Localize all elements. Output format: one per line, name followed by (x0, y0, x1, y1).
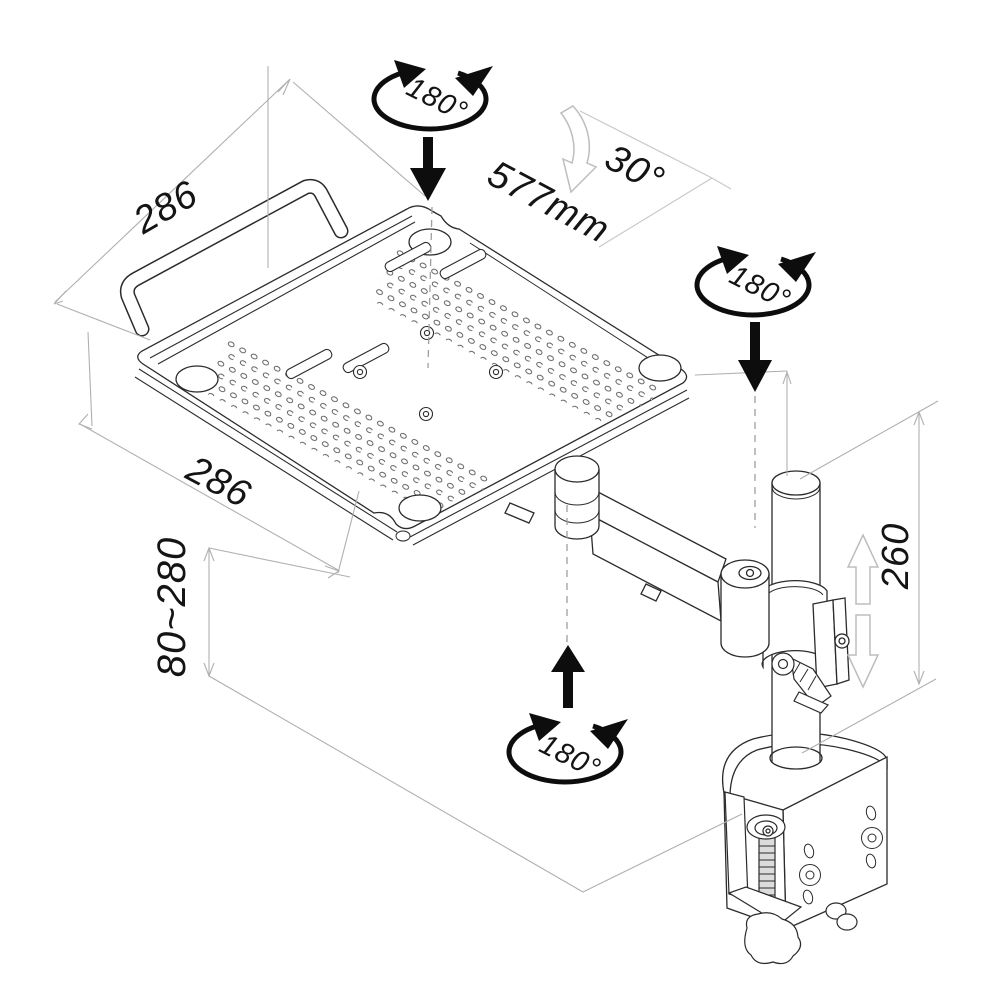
label-arm-rotation: 180° (534, 728, 606, 786)
tray-swivel-joint (554, 455, 600, 540)
clamp-jaw-upright (724, 791, 749, 900)
tray-side-flange (134, 368, 398, 541)
dimension-tray-side-top (53, 66, 426, 341)
label-tilt-range: 30° (598, 137, 671, 202)
clamp-details (724, 791, 883, 965)
vesa-screws (352, 325, 504, 422)
height-adjust-up-icon (846, 533, 880, 605)
arm-cable-clip (640, 583, 662, 602)
down-arrow-tray-icon (410, 137, 446, 201)
label-tray-side-top: 286 (126, 173, 205, 243)
height-adjust-down-icon (846, 614, 880, 689)
dimension-pole-height (799, 400, 939, 754)
construction-lines (53, 66, 939, 893)
dimension-tray-side-front (78, 331, 360, 579)
clamp-knob (744, 912, 802, 965)
tension-lever (771, 652, 832, 714)
clamp-pole-socket (769, 746, 823, 770)
rotation-axes (427, 206, 756, 645)
support-arm (504, 491, 727, 623)
corner-pads (175, 228, 682, 522)
laptop-tray (119, 178, 690, 546)
up-arrow-arm-icon (551, 645, 585, 708)
clamp-body-holes (799, 805, 883, 905)
label-pole-height: 260 (875, 523, 917, 590)
down-arrow-pole-icon (738, 322, 772, 392)
tilt-angle-wedge (579, 110, 732, 248)
tray-handle-bracket (119, 178, 349, 337)
tray-front-flange (409, 389, 690, 546)
mounting-slots (285, 241, 487, 380)
dimension-height-range (203, 546, 743, 893)
tray-mount-clip (504, 502, 535, 524)
perforation-strips (201, 247, 660, 529)
tilt-curved-arrow-icon (559, 105, 598, 194)
elbow-joint (720, 559, 770, 658)
label-tray-side-front: 286 (179, 448, 258, 517)
pole-collar (761, 580, 850, 689)
label-height-range: 80~280 (150, 537, 194, 678)
